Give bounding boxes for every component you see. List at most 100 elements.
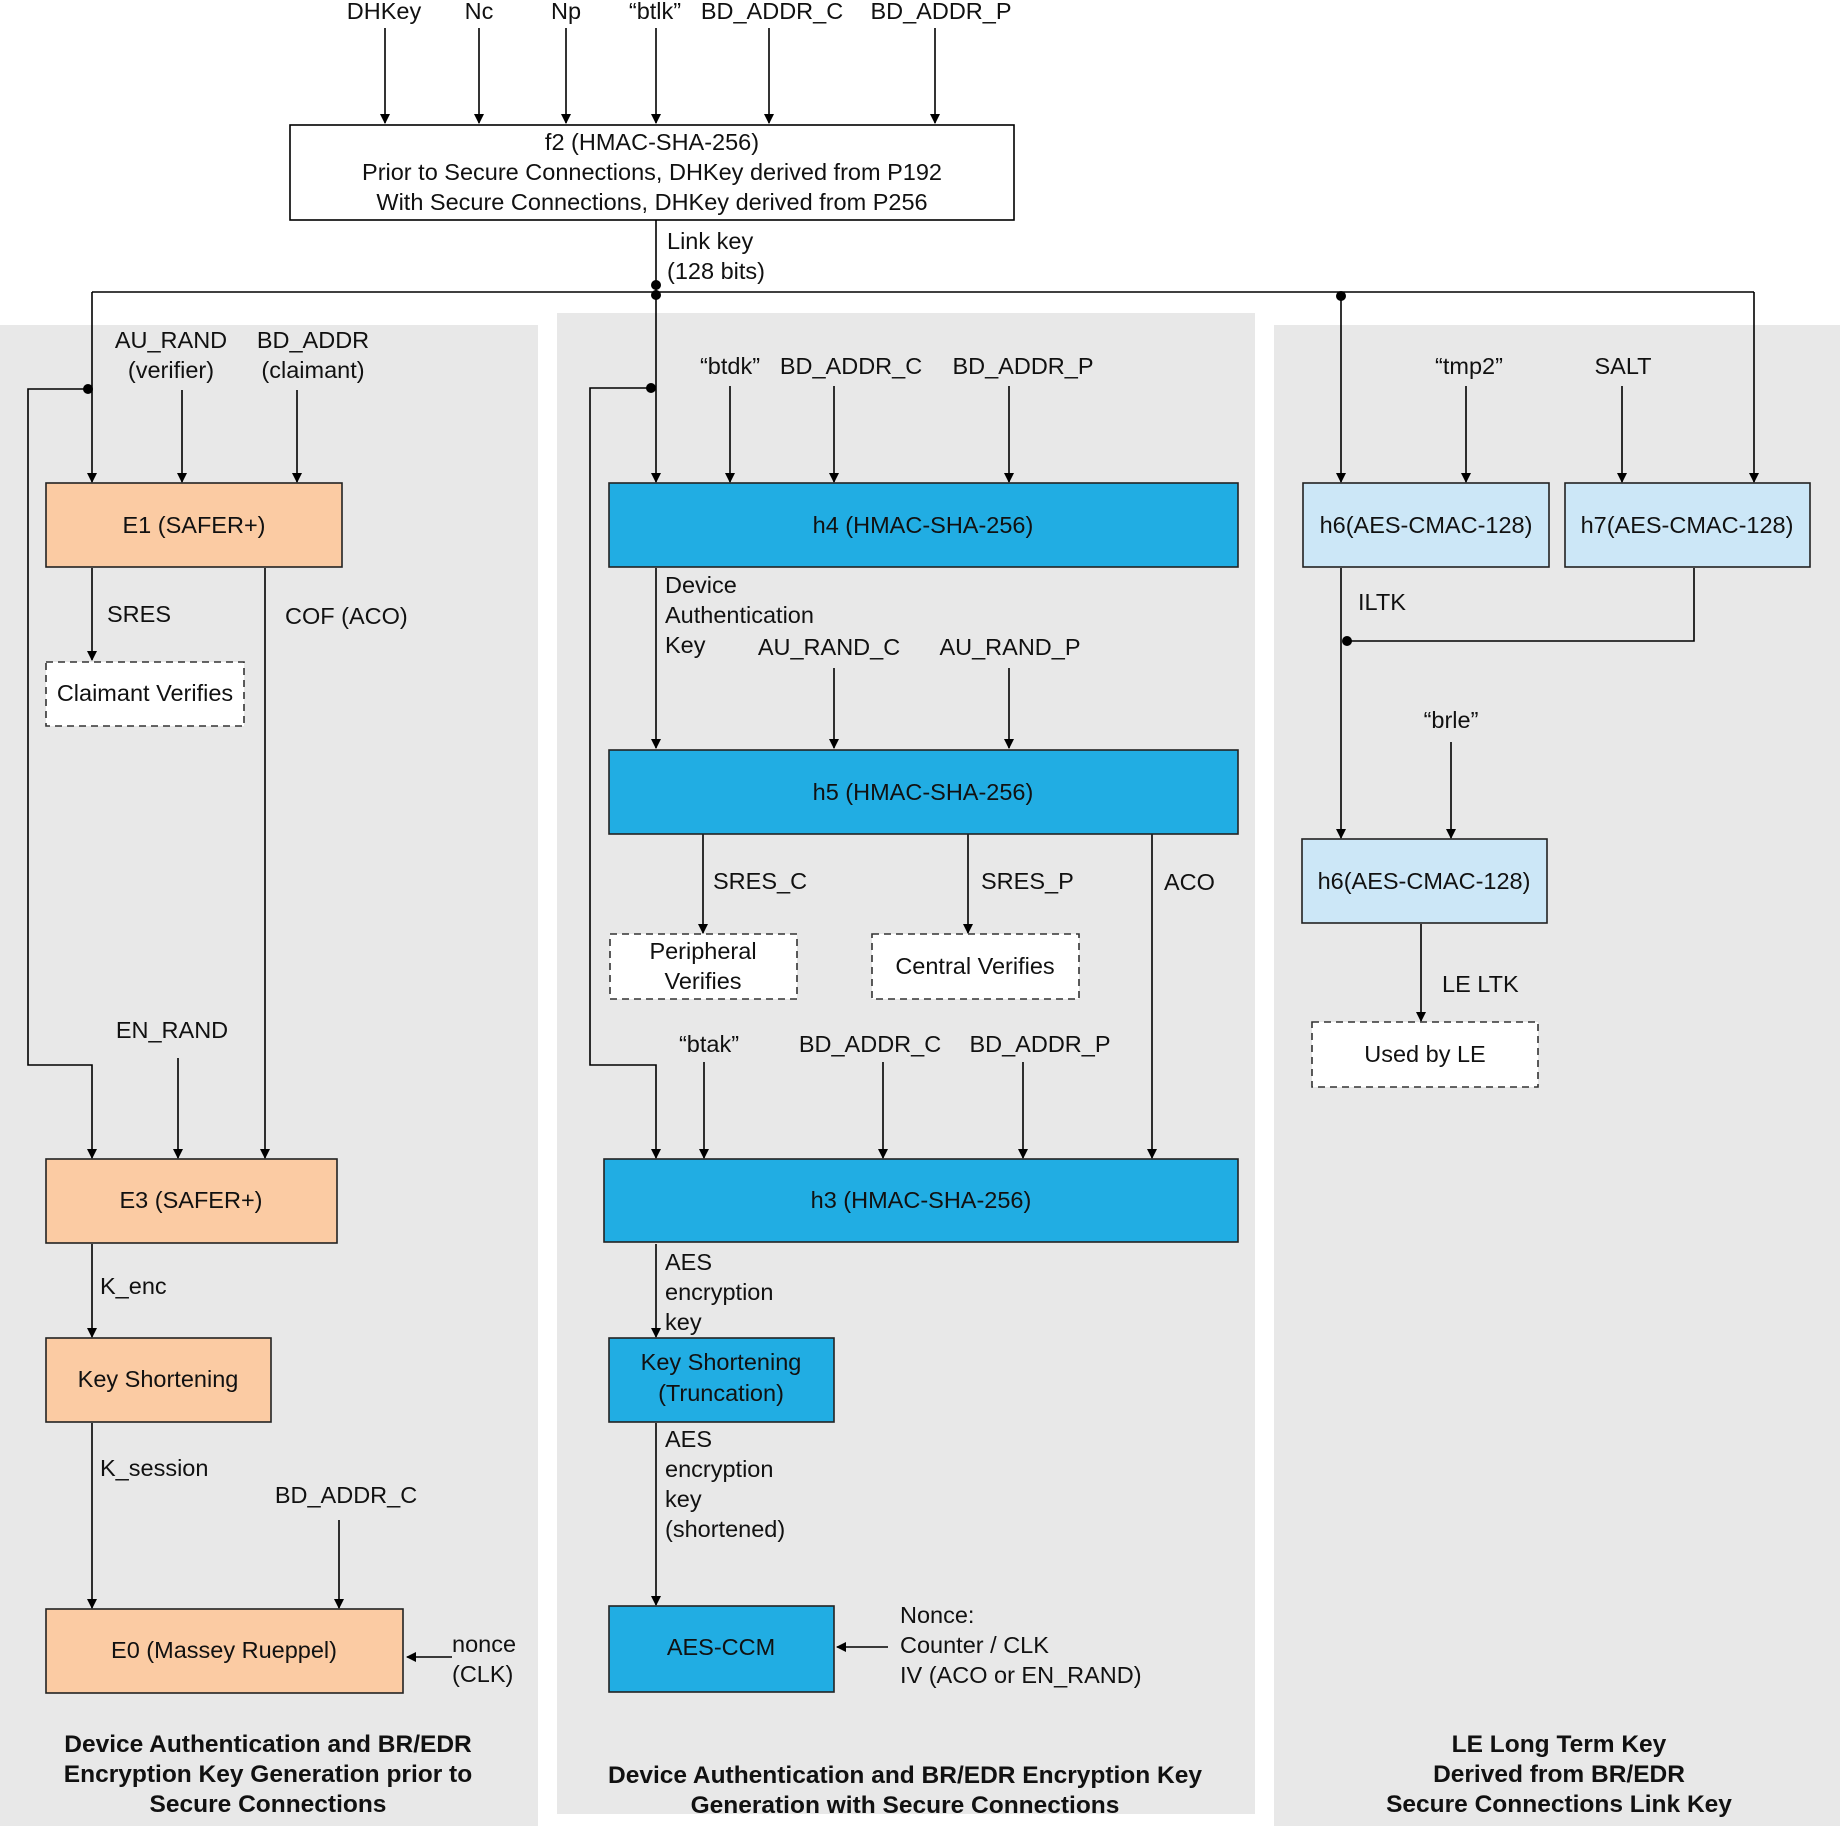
btdk-label: “btdk” <box>700 353 760 379</box>
aes-key-label-1: AES <box>665 1249 712 1275</box>
dak-label-2: Authentication <box>665 602 814 628</box>
aco-label: ACO <box>1164 869 1215 895</box>
sres-p-label: SRES_P <box>981 868 1074 894</box>
peripheral-verifies-label-2: Verifies <box>664 968 741 994</box>
bd-addr-c-h3-label: BD_ADDR_C <box>799 1031 941 1057</box>
nonce-label: nonce <box>452 1631 516 1657</box>
left-panel-title-3: Secure Connections <box>150 1791 387 1818</box>
peripheral-verifies-label-1: Peripheral <box>649 938 756 964</box>
e3-box <box>45 1158 338 1244</box>
aes-key-label-2: encryption <box>665 1279 773 1305</box>
au-rand-label: AU_RAND <box>115 327 227 353</box>
aes-nonce-label-2: Counter / CLK <box>900 1632 1049 1658</box>
en-rand-label: EN_RAND <box>116 1017 228 1043</box>
key-shortening-truncation-label-1: Key Shortening <box>641 1349 802 1375</box>
bd-addr-label: BD_ADDR <box>257 327 369 353</box>
e0-label: E0 (Massey Rueppel) <box>111 1637 337 1663</box>
bd-addr-c-left-label: BD_ADDR_C <box>275 1482 417 1508</box>
input-dhkey: DHKey <box>347 0 422 24</box>
key-shortening-truncation-box <box>608 1337 835 1423</box>
aes-key-label-3: key <box>665 1309 702 1335</box>
f2-title: f2 (HMAC-SHA-256) <box>545 129 759 155</box>
dak-label-3: Key <box>665 632 706 658</box>
h6-box-bottom <box>1301 838 1548 924</box>
left-panel-title-1: Device Authentication and BR/EDR <box>64 1731 472 1758</box>
bd-addr-p-h4-label: BD_ADDR_P <box>952 353 1093 379</box>
h6-top-label: h6(AES-CMAC-128) <box>1320 512 1533 538</box>
bd-addr-p-h3-label: BD_ADDR_P <box>969 1031 1110 1057</box>
sres-label: SRES <box>107 601 171 627</box>
cof-aco-label: COF (ACO) <box>285 603 408 629</box>
aes-short-label-2: encryption <box>665 1456 773 1482</box>
aes-nonce-label-3: IV (ACO or EN_RAND) <box>900 1662 1142 1688</box>
middle-panel-title-2: Generation with Secure Connections <box>691 1792 1120 1819</box>
nonce-clk-label: (CLK) <box>452 1661 513 1687</box>
middle-flow-lines <box>589 383 1157 1652</box>
aes-ccm-label: AES-CCM <box>667 1634 775 1660</box>
right-panel-title-2: Derived from BR/EDR <box>1433 1761 1685 1788</box>
central-verifies-label: Central Verifies <box>895 953 1054 979</box>
key-shortening-truncation-label-2: (Truncation) <box>658 1380 784 1406</box>
right-flow-lines <box>1336 386 1695 1022</box>
aes-nonce-label-1: Nonce: <box>900 1602 974 1628</box>
aes-short-label-3: key <box>665 1486 702 1512</box>
left-flow-lines <box>27 384 452 1662</box>
right-panel-title-1: LE Long Term Key <box>1452 1731 1667 1758</box>
link-key-label: Link key <box>667 228 753 254</box>
au-rand-verifier: (verifier) <box>128 357 214 383</box>
key-shortening-label: Key Shortening <box>78 1366 239 1392</box>
k-enc-label: K_enc <box>100 1273 167 1299</box>
e1-label: E1 (SAFER+) <box>123 512 266 538</box>
bd-addr-c-h4-label: BD_ADDR_C <box>780 353 922 379</box>
input-bd-addr-p: BD_ADDR_P <box>870 0 1011 24</box>
aes-short-label-4: (shortened) <box>665 1516 785 1542</box>
h4-label: h4 (HMAC-SHA-256) <box>813 512 1034 538</box>
central-verifies-box <box>871 933 1080 1000</box>
btak-label: “btak” <box>679 1031 739 1057</box>
input-nc: Nc <box>465 0 494 24</box>
h7-box <box>1564 482 1811 568</box>
h3-label: h3 (HMAC-SHA-256) <box>811 1187 1032 1213</box>
h4-box <box>608 482 1239 568</box>
au-rand-c-label: AU_RAND_C <box>758 634 900 660</box>
k-session-label: K_session <box>100 1455 208 1481</box>
f2-line-p256: With Secure Connections, DHKey derived f… <box>376 189 927 215</box>
e0-box <box>45 1608 404 1694</box>
link-key-bits: (128 bits) <box>667 258 765 284</box>
iltk-label: ILTK <box>1358 589 1406 615</box>
middle-panel-title-1: Device Authentication and BR/EDR Encrypt… <box>608 1762 1202 1789</box>
bd-addr-claimant: (claimant) <box>261 357 364 383</box>
claimant-verifies-box <box>45 661 245 727</box>
dak-label-1: Device <box>665 572 737 598</box>
le-ltk-label: LE LTK <box>1442 971 1519 997</box>
h5-label: h5 (HMAC-SHA-256) <box>813 779 1034 805</box>
input-btlk: “btlk” <box>629 0 681 24</box>
sres-c-label: SRES_C <box>713 868 807 894</box>
salt-label: SALT <box>1594 353 1651 379</box>
h7-label: h7(AES-CMAC-128) <box>1581 512 1794 538</box>
aes-ccm-box <box>608 1605 835 1693</box>
input-bd-addr-c: BD_ADDR_C <box>701 0 843 24</box>
right-panel-title-3: Secure Connections Link Key <box>1386 1791 1732 1818</box>
h3-box <box>603 1158 1239 1243</box>
e1-box <box>45 482 343 568</box>
brle-label: “brle” <box>1424 707 1479 733</box>
h6-bottom-label: h6(AES-CMAC-128) <box>1318 868 1531 894</box>
f2-box <box>289 124 1015 221</box>
h6-box-top <box>1302 482 1550 568</box>
top-input-arrows <box>380 28 940 124</box>
key-shortening-box <box>45 1337 272 1423</box>
aes-short-label-1: AES <box>665 1426 712 1452</box>
au-rand-p-label: AU_RAND_P <box>939 634 1080 660</box>
peripheral-verifies-box <box>609 933 798 1000</box>
claimant-verifies-label: Claimant Verifies <box>57 680 233 706</box>
input-np: Np <box>551 0 581 24</box>
f2-line-p192: Prior to Secure Connections, DHKey deriv… <box>362 159 942 185</box>
left-panel-title-2: Encryption Key Generation prior to <box>64 1761 472 1788</box>
tmp2-label: “tmp2” <box>1435 353 1503 379</box>
e3-label: E3 (SAFER+) <box>120 1187 263 1213</box>
left-panel <box>0 325 538 1826</box>
used-by-le-box <box>1311 1021 1539 1088</box>
h5-box <box>608 749 1239 835</box>
